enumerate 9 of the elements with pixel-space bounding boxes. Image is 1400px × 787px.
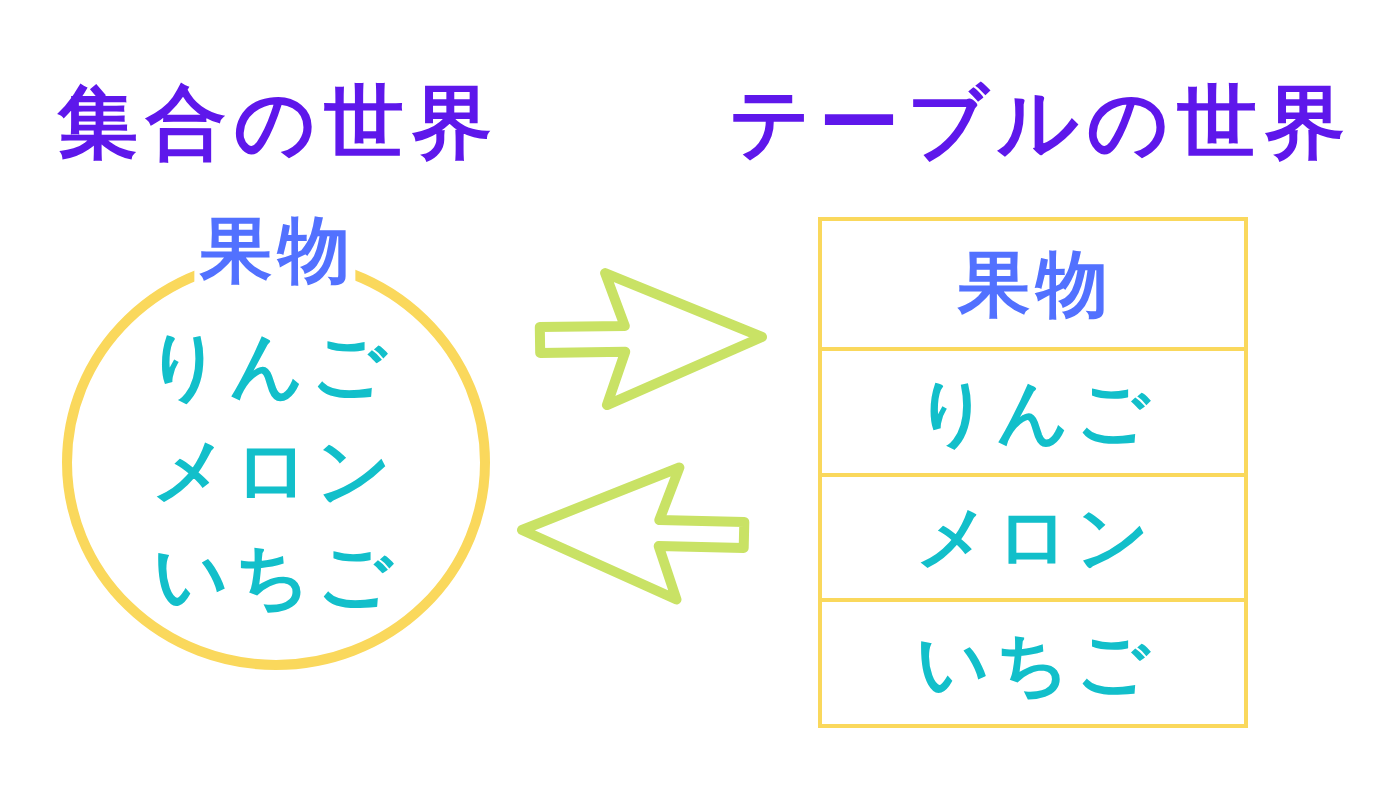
- heading: テーブルの世界: [728, 83, 1353, 163]
- set-element: りんご: [146, 328, 393, 402]
- block-arrow: [534, 268, 767, 411]
- set-element: メロン: [151, 433, 398, 507]
- table: [818, 217, 1248, 728]
- set-name: 果物: [194, 214, 356, 286]
- set-element: いちご: [152, 538, 399, 612]
- block-arrow: [517, 462, 750, 605]
- heading: 集合の世界: [56, 83, 500, 163]
